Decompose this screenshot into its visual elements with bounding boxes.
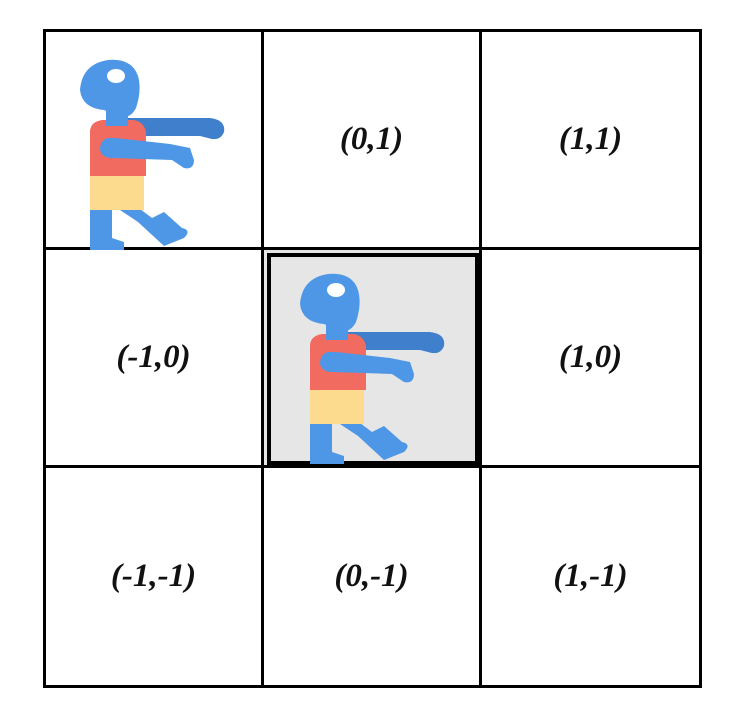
grid-cell-0-1: (0,1) bbox=[264, 32, 482, 250]
grid-cell-neg1-0: (-1,0) bbox=[46, 250, 264, 468]
grid-cell-0-neg1: (0,-1) bbox=[264, 468, 482, 685]
zombie-icon bbox=[80, 59, 225, 250]
cell-label: (-1,-1) bbox=[110, 558, 197, 594]
grid-cell-center bbox=[264, 250, 482, 468]
grid-cell-top-left bbox=[46, 32, 264, 250]
cell-label: (1,1) bbox=[558, 121, 623, 157]
grid-cell-1-0: (1,0) bbox=[482, 250, 699, 468]
cell-label: (1,0) bbox=[558, 339, 623, 375]
cell-label: (-1,0) bbox=[116, 339, 191, 375]
coordinate-grid: (0,1) (1,1) (-1,0) (1,0) (-1,-1) (0,-1) bbox=[43, 29, 702, 688]
grid-cell-1-neg1: (1,-1) bbox=[482, 468, 699, 685]
cell-label: (0,-1) bbox=[334, 558, 409, 594]
cell-label: (1,-1) bbox=[553, 558, 628, 594]
grid-cell-1-1: (1,1) bbox=[482, 32, 699, 250]
zombie-icon bbox=[300, 273, 445, 464]
cell-label: (0,1) bbox=[339, 121, 404, 157]
grid-cell-neg1-neg1: (-1,-1) bbox=[46, 468, 264, 685]
